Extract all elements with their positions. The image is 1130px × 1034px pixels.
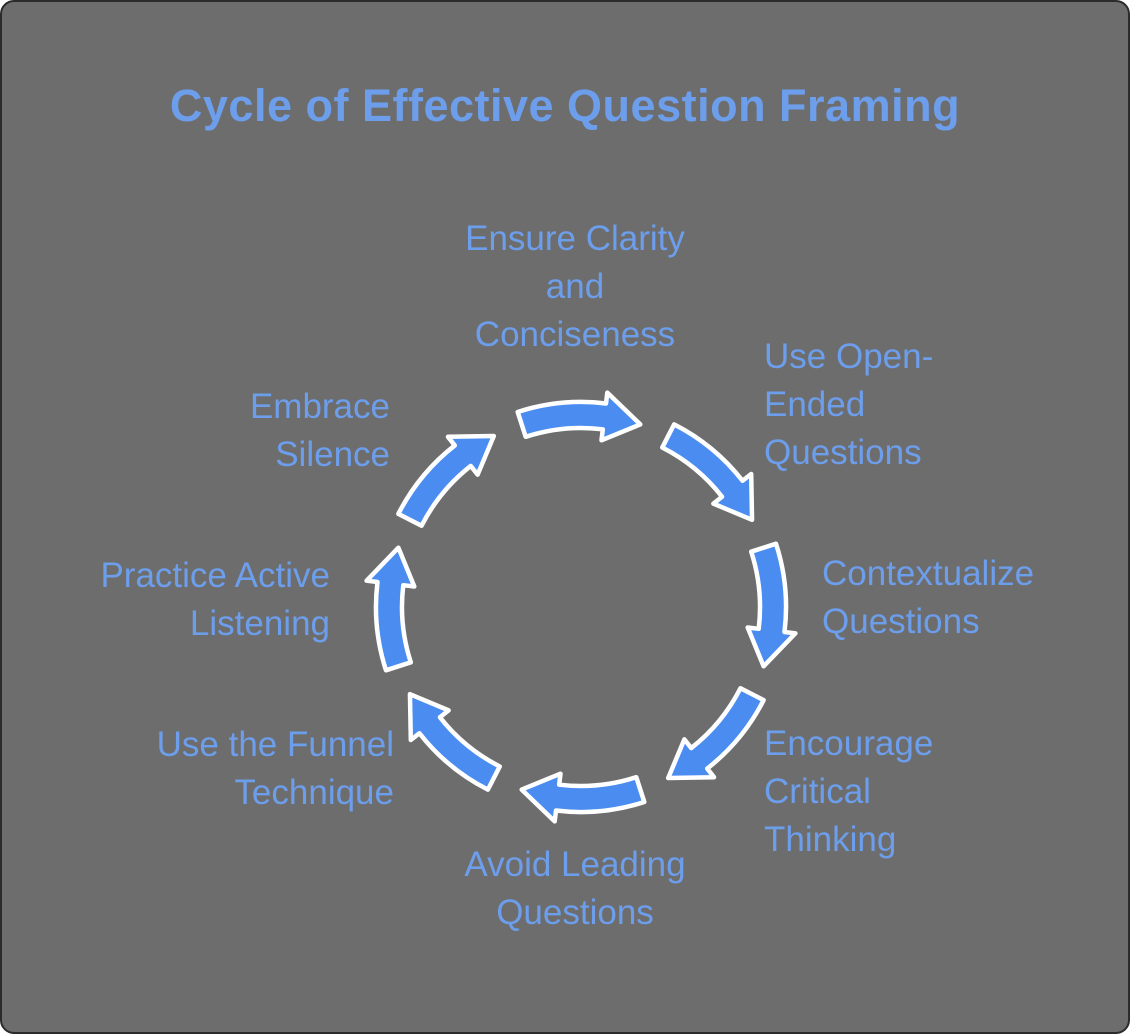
label-line: Technique <box>234 773 394 812</box>
label-line: Listening <box>189 604 330 643</box>
label-line: Avoid Leading <box>464 845 686 884</box>
label-line: Embrace <box>249 387 390 426</box>
label-line: Questions <box>764 433 922 472</box>
label-line: Questions <box>496 893 654 932</box>
cycle-arrow-icon <box>364 545 417 673</box>
label-line: Critical <box>764 772 871 811</box>
cycle-arrow-icon <box>515 390 643 443</box>
label-line: Encourage <box>764 724 934 763</box>
label-line: and <box>545 267 605 306</box>
label-line: Silence <box>275 435 390 474</box>
cycle-arrow-icon <box>519 771 647 824</box>
label-line: Use the Funnel <box>156 725 394 764</box>
cycle-arrow-icon <box>745 541 798 669</box>
diagram-title: Cycle of Effective Question Framing <box>169 80 961 131</box>
cycle-arrow-icon <box>665 685 766 781</box>
label-line: Questions <box>822 602 980 641</box>
cycle-arrow-icon <box>659 422 755 523</box>
cycle-arrow-icon <box>407 691 503 792</box>
label-line: Ended <box>764 385 866 424</box>
label-line: Ensure Clarity <box>465 219 685 258</box>
label-line: Contextualize <box>822 554 1035 593</box>
label-line: Use Open- <box>764 337 934 376</box>
label-line: Practice Active <box>100 556 330 595</box>
cycle-arrow-icon <box>396 433 497 529</box>
label-line: Thinking <box>764 820 897 859</box>
label-line: Conciseness <box>474 315 676 354</box>
